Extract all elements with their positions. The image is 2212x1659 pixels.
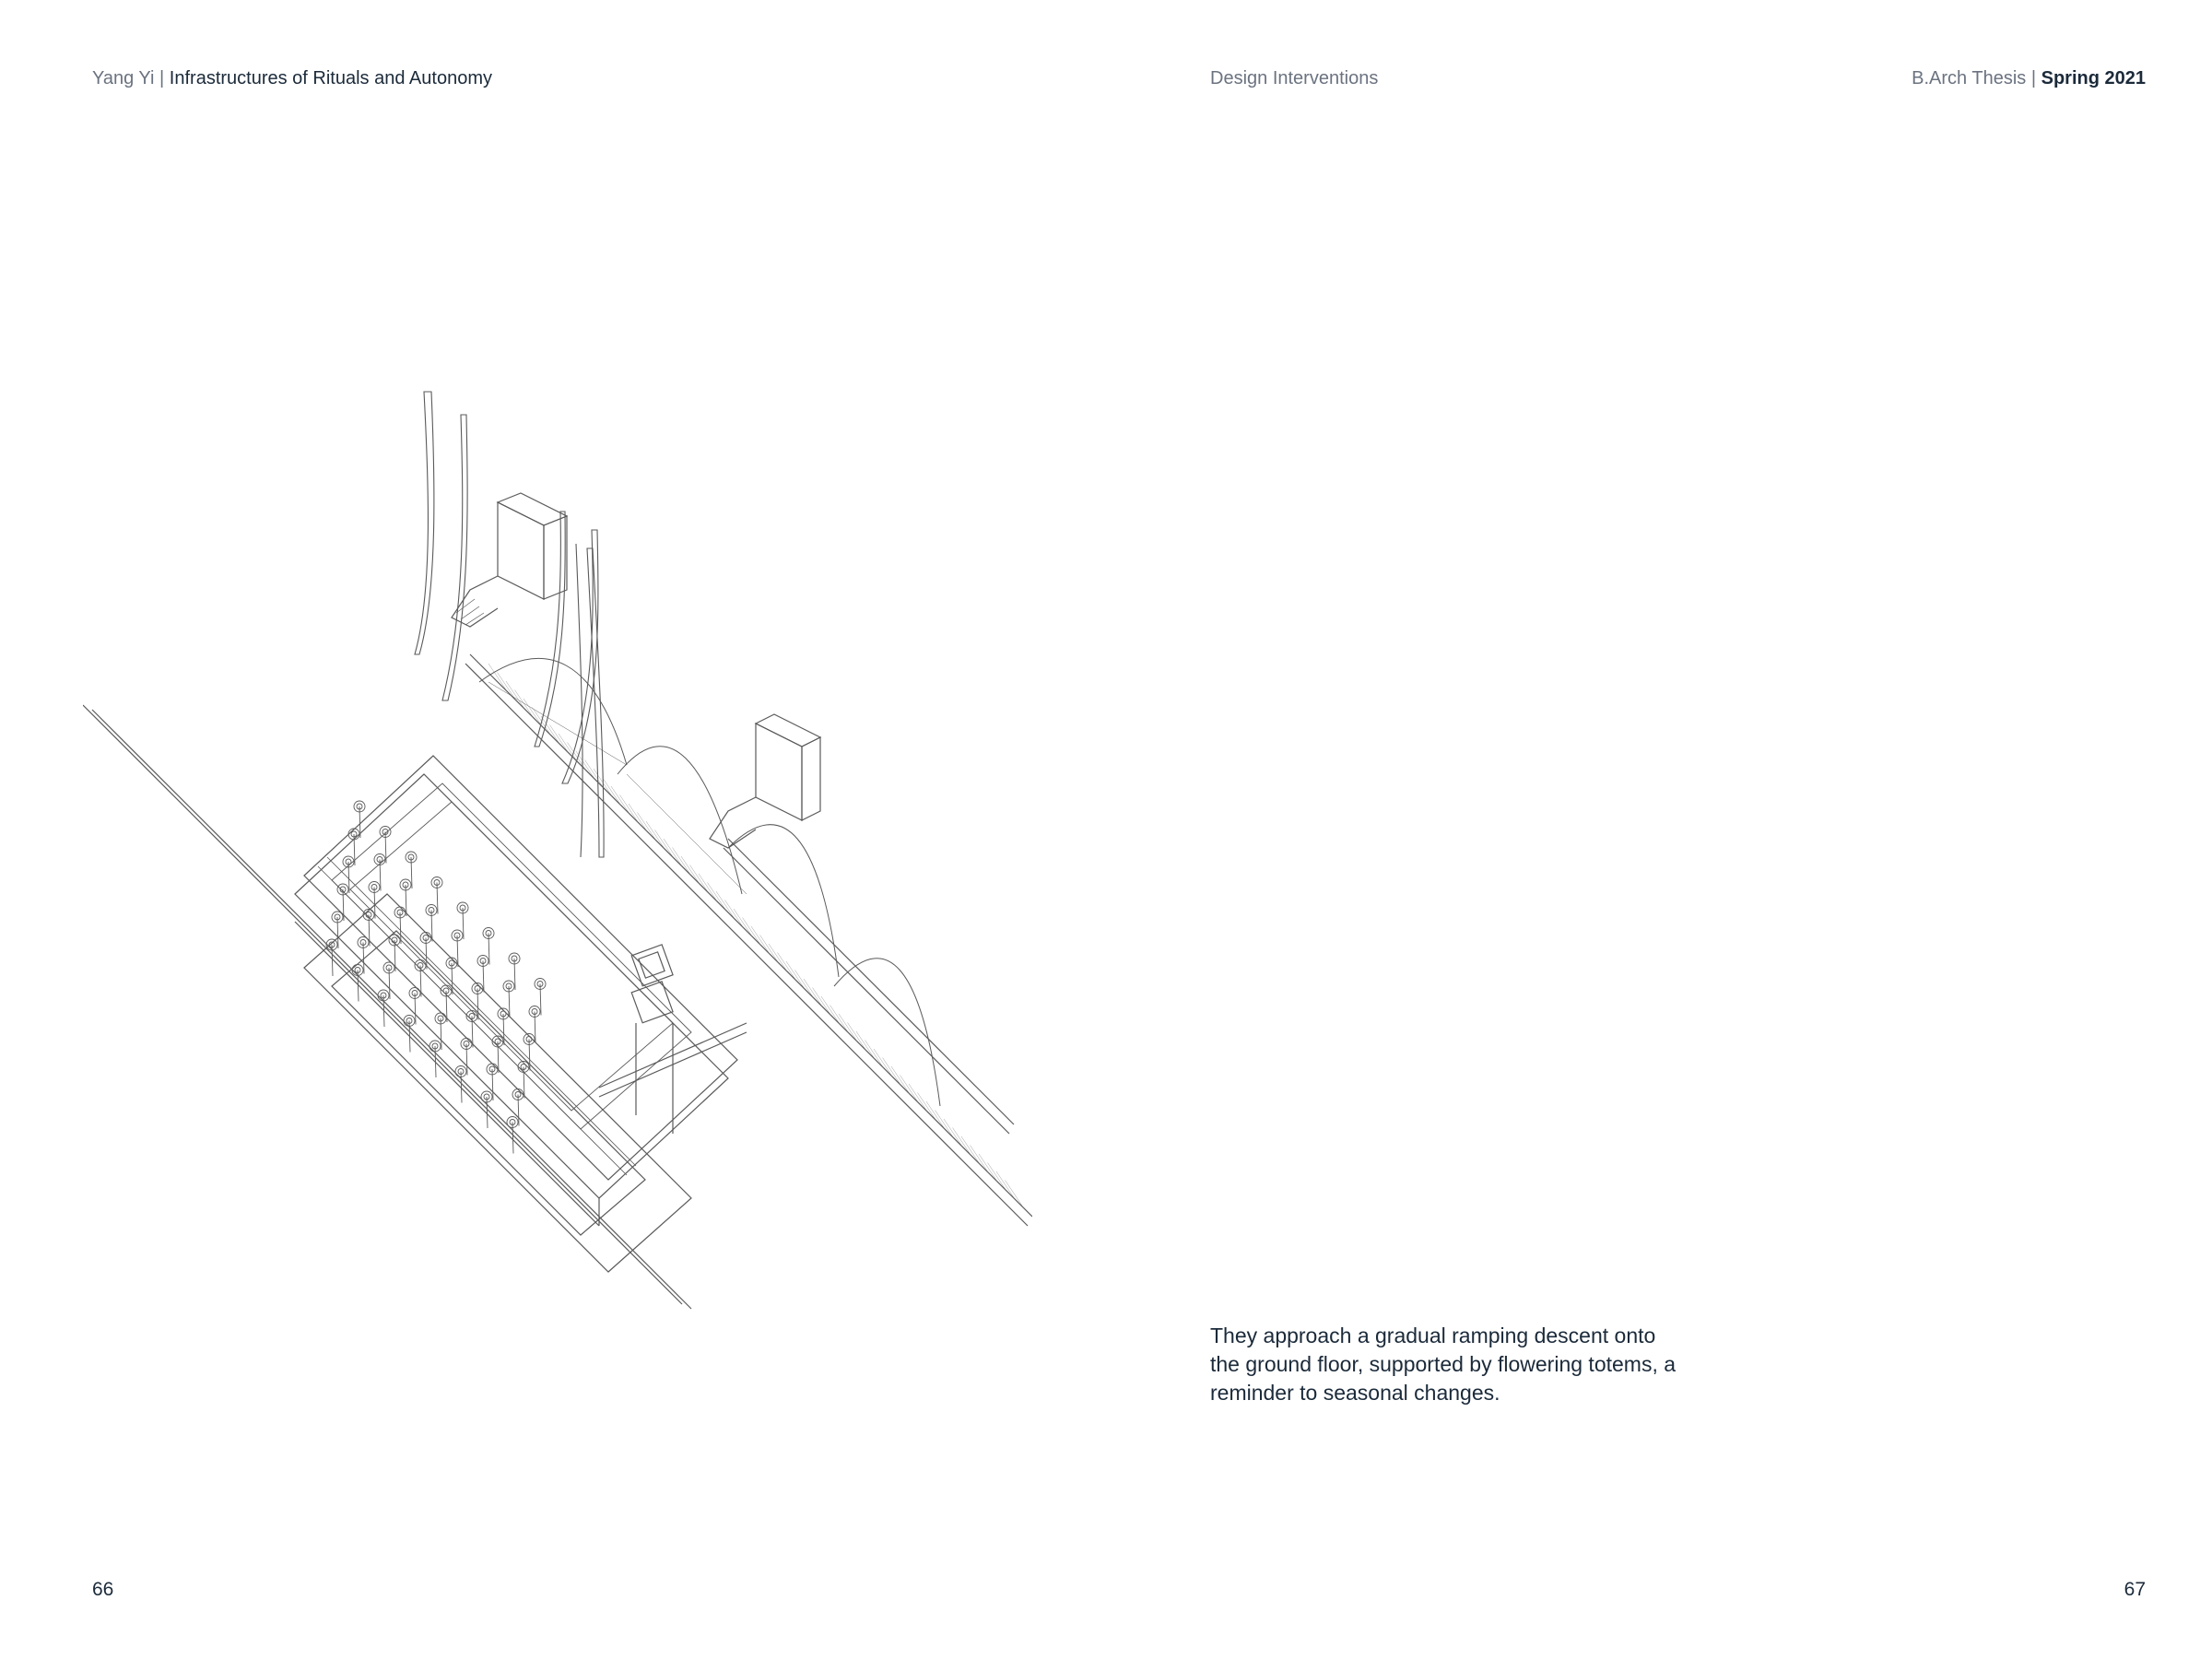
totem	[434, 1012, 447, 1051]
totem	[454, 1065, 467, 1103]
totem	[373, 853, 386, 891]
totem	[388, 934, 401, 972]
totem	[528, 1006, 541, 1043]
totem	[429, 1040, 441, 1078]
totem	[394, 906, 406, 945]
totem	[471, 982, 484, 1020]
header-separator-right: |	[2030, 68, 2037, 88]
ground-line	[91, 709, 692, 1310]
totem	[512, 1088, 524, 1126]
totem	[440, 984, 453, 1023]
totem	[362, 909, 375, 947]
platform-deck	[294, 773, 729, 1199]
totem	[445, 957, 458, 995]
platform-base	[303, 893, 692, 1273]
totem	[425, 904, 438, 942]
bridge-lower	[723, 824, 1015, 1135]
totem	[523, 1033, 535, 1071]
totem	[399, 878, 412, 917]
totem	[456, 901, 469, 940]
stair-core	[598, 944, 747, 1134]
totem	[482, 927, 495, 965]
header-separator: |	[159, 68, 165, 88]
body-paragraph: They approach a gradual ramping descent …	[1210, 1324, 1677, 1405]
stair-box-lower	[709, 713, 822, 849]
totem	[486, 1063, 499, 1101]
totem	[480, 1090, 493, 1129]
header-book-title: Infrastructures of Rituals and Autonomy	[169, 68, 492, 88]
totem	[517, 1061, 530, 1099]
totem	[336, 883, 349, 922]
totem	[465, 1010, 478, 1048]
platform-lower	[331, 930, 646, 1236]
totem	[403, 1015, 416, 1053]
header-author-title: Yang Yi | Infrastructures of Rituals and…	[92, 68, 492, 89]
totem	[379, 826, 392, 864]
ground-line	[83, 704, 683, 1305]
header-section: Design Interventions	[1210, 68, 1378, 89]
bridge-upper	[465, 653, 1032, 1227]
totem	[460, 1038, 473, 1076]
arch-hatching	[488, 663, 1024, 1208]
header-author: Yang Yi	[92, 68, 155, 88]
header-section-label: Design Interventions	[1210, 68, 1379, 88]
totem	[497, 1007, 510, 1046]
totem	[382, 961, 395, 1000]
totem	[508, 952, 521, 991]
page-number-right: 67	[2124, 1579, 2146, 1600]
totem	[506, 1116, 519, 1154]
totem	[405, 851, 418, 889]
header-term: Spring 2021	[2041, 68, 2146, 88]
page-number-left: 66	[92, 1579, 114, 1600]
axonometric-drawing	[83, 391, 1032, 1310]
stair-box-upper	[451, 492, 569, 628]
totem	[342, 855, 355, 894]
header-program-term: B.Arch Thesis | Spring 2021	[1912, 68, 2146, 89]
totem	[353, 800, 366, 839]
header-program: B.Arch Thesis	[1912, 68, 2027, 88]
totem	[408, 987, 421, 1025]
totem	[368, 881, 381, 919]
totem	[414, 959, 427, 997]
totem	[451, 929, 464, 968]
totem	[502, 980, 515, 1018]
totem	[477, 955, 489, 993]
totem	[357, 936, 370, 974]
totem	[377, 989, 390, 1028]
totem	[534, 978, 547, 1016]
totem-grid	[325, 800, 547, 1154]
inner-tier	[349, 801, 674, 1112]
totem	[491, 1035, 504, 1074]
totem	[325, 938, 338, 977]
platform-railing	[303, 755, 738, 1181]
totem	[419, 932, 432, 970]
tower-masts	[414, 391, 605, 858]
totem	[347, 828, 360, 866]
totem	[331, 911, 344, 949]
totem	[430, 877, 443, 914]
totem	[351, 964, 364, 1002]
